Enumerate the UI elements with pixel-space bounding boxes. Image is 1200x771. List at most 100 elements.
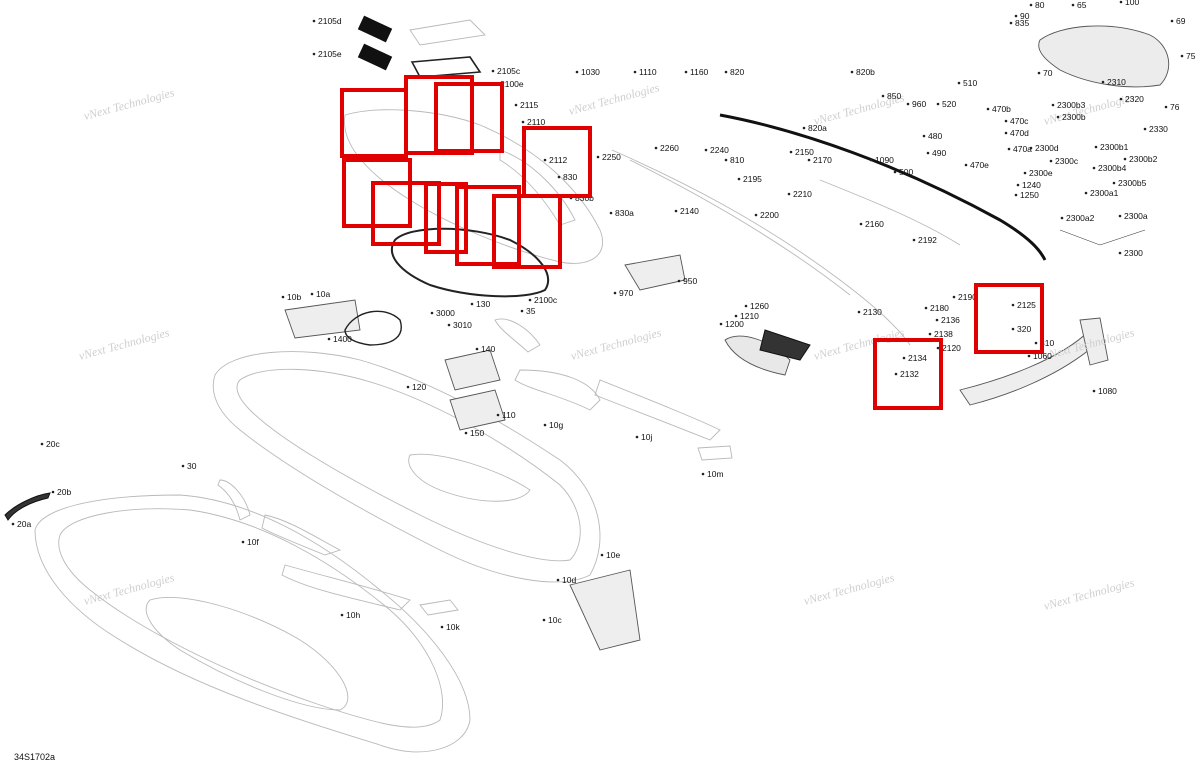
leader-dot [935,318,939,322]
callout-label: 1210 [740,311,759,321]
leader-dot [542,618,546,622]
mat-10j [594,379,721,441]
leader-dot [677,279,681,283]
leader-dot [734,314,738,318]
leader-dot [406,385,410,389]
leader-dot [1004,119,1008,123]
leader-dot [1118,251,1122,255]
callout-label: 2100e [500,79,524,89]
leader-dot [1094,145,1098,149]
plate-110 [449,389,506,431]
leader-dot [1011,327,1015,331]
leader-dot [922,134,926,138]
top-deck-grip [499,149,576,226]
leader-dot [1011,303,1015,307]
leader-dot [1014,193,1018,197]
leader-dot [1092,166,1096,170]
callout-label: 10d [562,575,576,585]
callout-label: 10a [316,289,330,299]
callout-label: 510 [963,78,977,88]
callout-label: 2240 [710,145,729,155]
leader-dot [281,295,285,299]
pad-2105d [357,15,393,43]
leader-dot [684,70,688,74]
leader-dot [986,107,990,111]
callout-label: 830a [615,208,634,218]
red-highlight-box [434,82,504,153]
leader-dot [496,413,500,417]
callout-label: 1260 [750,301,769,311]
leader-dot [1071,3,1075,7]
callout-label: 76 [1170,102,1180,112]
red-highlight-box [424,182,468,254]
drawing-code: 34S1702a [14,752,56,762]
callout-label: 1080 [1098,386,1117,396]
leader-dot [1060,216,1064,220]
callout-label: 2100c [534,295,558,305]
callout-label: 2300b1 [1100,142,1129,152]
callout-label: 830 [563,172,577,182]
rail-trim-2 [629,159,851,296]
seal-2105c [410,56,482,78]
leader-dot [859,222,863,226]
callout-label: 2192 [918,235,937,245]
watermark: vNext Technologies [82,570,176,608]
watermark: vNext Technologies [802,570,896,608]
leader-dot [744,304,748,308]
rear-bumper-end [1079,317,1109,366]
leader-dot [514,103,518,107]
leader-dot [600,553,604,557]
mat-10h [281,564,411,611]
callout-label: 1160 [690,67,709,77]
leader-dot [936,346,940,350]
leader-dot [1004,131,1008,135]
watermark: vNext Technologies [812,325,906,363]
callout-label: 820a [808,123,827,133]
callout-label: 2260 [660,143,679,153]
leader-dot [926,151,930,155]
leader-dot [787,192,791,196]
callout-label: 1400 [333,334,352,344]
callout-label: 75 [1186,51,1196,61]
callout-label: 2300a2 [1066,213,1095,223]
leader-dot [543,158,547,162]
rub-rail-820 [719,113,1047,261]
callout-label: 2300e [1029,168,1053,178]
leader-dot [521,120,525,124]
callout-label: 490 [932,148,946,158]
pad-30 [217,479,251,521]
leader-dot [719,322,723,326]
callout-label: 90 [1020,11,1030,21]
leader-dot [1029,146,1033,150]
leader-dot [1112,181,1116,185]
watermark: vNext Technologies [569,325,663,363]
leader-dot [881,94,885,98]
leader-dot [894,372,898,376]
callout-label: 820b [856,67,875,77]
callout-label: 520 [942,99,956,109]
leader-dot [1029,3,1033,7]
red-highlight-box [371,181,441,246]
leader-dot [906,102,910,106]
callout-label: 69 [1176,16,1186,26]
leader-dot [850,70,854,74]
callout-label: 2190 [958,292,977,302]
callout-label: 100 [1125,0,1139,7]
leader-dot [1016,183,1020,187]
callout-label: 10h [346,610,360,620]
leader-dot [1118,214,1122,218]
leader-dot [1034,341,1038,345]
callout-label: 950 [683,276,697,286]
leader-dot [575,70,579,74]
callout-label: 320 [1017,324,1031,334]
callout-label: 970 [619,288,633,298]
mat-10m [697,445,733,461]
red-highlight-box [873,338,943,410]
group-bracket-2300 [1059,229,1146,246]
callout-label: 2140 [680,206,699,216]
mat-10k [419,599,459,616]
callout-label: 10m [707,469,724,479]
engine-frame [1038,25,1170,88]
callout-label: 2310 [1107,77,1126,87]
callout-label: 2300a1 [1090,188,1119,198]
